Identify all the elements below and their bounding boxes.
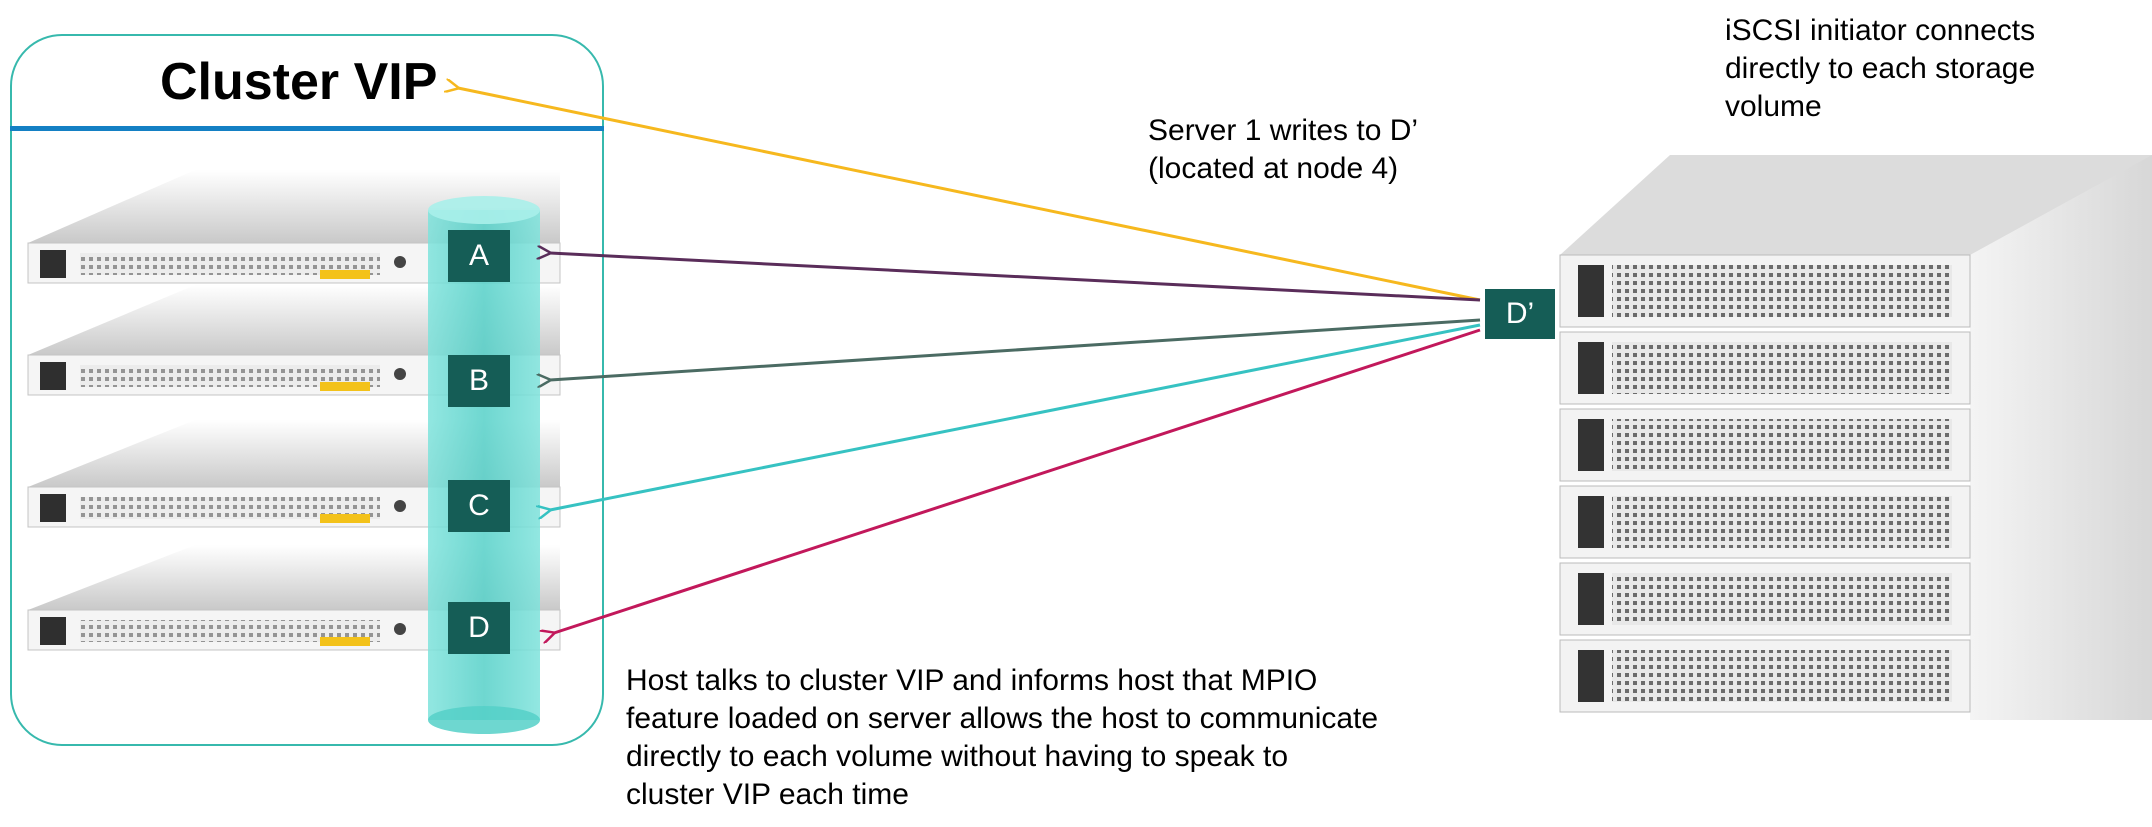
host-note: Host talks to cluster VIP and informs ho… (626, 662, 1378, 814)
arrow-to-volume-d (554, 328, 1481, 633)
rack-unit-6 (1559, 639, 1971, 713)
volume-a-box: A (448, 230, 510, 282)
rack-unit-4 (1559, 485, 1971, 559)
arrow-to-volume-b (550, 318, 1481, 380)
iscsi-note-line-3: volume (1725, 90, 1822, 123)
arrow-to-cluster-vip (458, 88, 1481, 302)
rack-unit-1 (1559, 254, 1971, 328)
rack-unit-5 (1559, 562, 1971, 636)
cluster-title: Cluster VIP (160, 53, 438, 111)
volume-d-box: D (448, 602, 510, 654)
host-note-line-2: feature loaded on server allows the host… (626, 702, 1379, 735)
cluster-server-3 (27, 420, 561, 528)
server-write-label: Server 1 writes to D’ (located at node 4… (1148, 112, 1418, 188)
rack-unit-3 (1559, 408, 1971, 482)
volume-c-box: C (448, 480, 510, 532)
rack-unit-2 (1559, 331, 1971, 405)
host-note-line-3: directly to each volume without having t… (626, 740, 1289, 773)
arrow-to-volume-c (550, 323, 1481, 510)
host-note-line-4: cluster VIP each time (626, 778, 909, 811)
cluster-title-divider (10, 126, 604, 131)
arrow-to-volume-a (550, 253, 1481, 302)
volume-b-box: B (448, 355, 510, 407)
host-note-line-1: Host talks to cluster VIP and informs ho… (626, 664, 1318, 697)
server-write-line-2: (located at node 4) (1148, 152, 1399, 185)
cluster-frame (10, 34, 604, 746)
iscsi-note: iSCSI initiator connects directly to eac… (1725, 12, 2035, 126)
initiator-volume-box: D’ (1485, 289, 1555, 339)
storage-rack (1559, 155, 2152, 720)
server-write-line-1: Server 1 writes to D’ (1148, 114, 1419, 147)
iscsi-note-line-1: iSCSI initiator connects (1725, 14, 2036, 47)
iscsi-note-line-2: directly to each storage (1725, 52, 2036, 85)
